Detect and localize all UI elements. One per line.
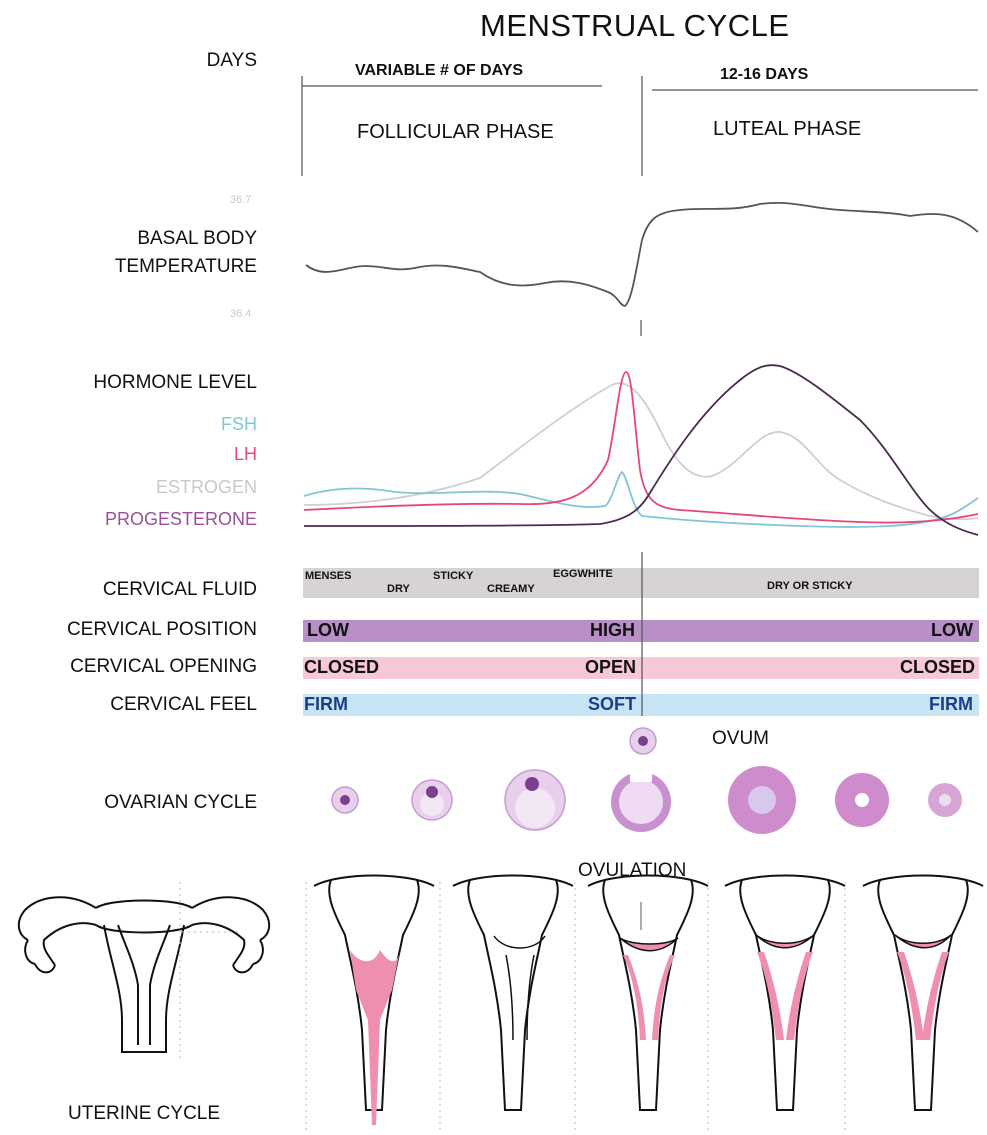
- fsh-curve: [304, 472, 978, 527]
- ovarian-follicles: [332, 728, 962, 834]
- uterine-stage-3: [588, 876, 708, 1111]
- phase-brackets: [302, 76, 978, 176]
- uterine-stage-4: [725, 876, 845, 1111]
- bbt-curve: [306, 203, 978, 306]
- uterine-stage-1-menses: [314, 876, 434, 1126]
- uterine-stage-2: [453, 876, 573, 1111]
- corpus-albicans: [928, 783, 962, 817]
- corpus-luteum-2: [835, 773, 889, 827]
- ruptured-follicle: [611, 768, 671, 832]
- follicle-stage-3: [505, 770, 565, 830]
- corpus-luteum-1: [728, 766, 796, 834]
- progesterone-curve: [304, 365, 978, 535]
- follicle-stage-1: [332, 787, 358, 813]
- estrogen-curve: [304, 383, 978, 519]
- uterine-stage-5: [863, 876, 983, 1111]
- lh-curve: [304, 372, 978, 523]
- uterus-anatomy-icon: [19, 897, 269, 1052]
- follicle-stage-2: [412, 780, 452, 820]
- ovum: [630, 728, 656, 754]
